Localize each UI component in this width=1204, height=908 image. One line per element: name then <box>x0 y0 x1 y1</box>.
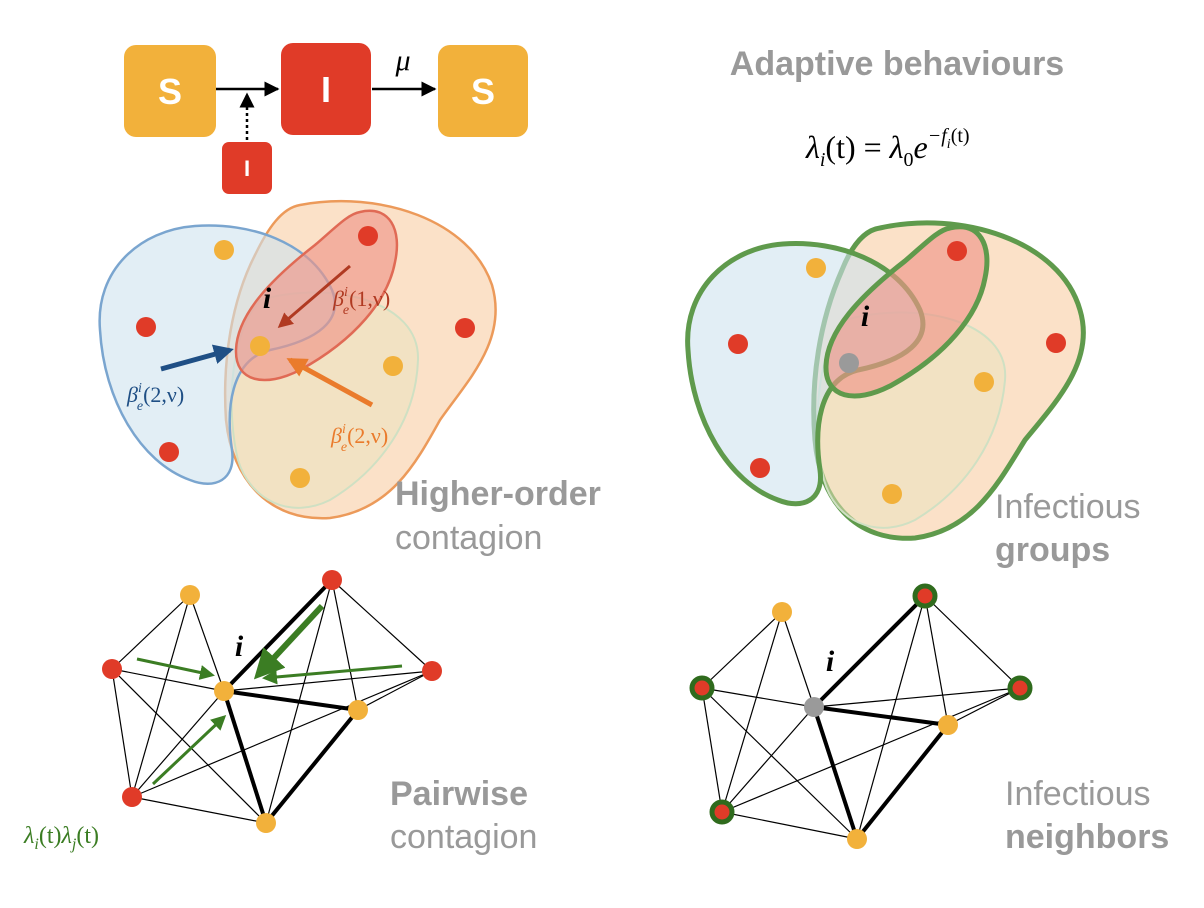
infectious-neighbors-panel: i Infectious neighbors <box>689 583 1169 856</box>
pairwise-panel: i λi(t)λj(t) Pairwise contagion <box>23 570 537 856</box>
infected-node <box>728 334 748 354</box>
infected-node <box>322 570 342 590</box>
infected-node <box>422 661 442 681</box>
focal-node-i <box>804 697 824 717</box>
green-arrow <box>151 714 227 786</box>
susceptible-node <box>806 258 826 278</box>
green-arrow <box>136 657 215 680</box>
susceptible-label-left: S <box>158 71 182 112</box>
infected-neighbor-node <box>709 799 735 825</box>
sis-model: S I I μ S <box>124 43 528 194</box>
pairwise-title-bold: Pairwise <box>390 775 528 813</box>
focal-node-label: i <box>263 282 272 315</box>
focal-node-i <box>214 681 234 701</box>
adaptive-behaviours: Adaptive behaviours λi(t) = λ0e−fi(t) <box>730 45 1064 171</box>
susceptible-box-left <box>124 45 216 137</box>
infected-neighbor-node <box>1007 675 1033 701</box>
susceptible-node <box>847 829 867 849</box>
susceptible-box-right <box>438 45 528 137</box>
recovery-rate-mu: μ <box>394 44 410 77</box>
susceptible-node <box>214 240 234 260</box>
group-red <box>823 224 990 399</box>
pairwise-title-regular: contagion <box>390 818 537 856</box>
infectious-groups-panel: i Infectious groups <box>685 220 1141 569</box>
higher-order-title-bold: Higher-order <box>395 475 601 513</box>
susceptible-node <box>882 484 902 504</box>
susceptible-node <box>348 700 368 720</box>
infected-node <box>358 226 378 246</box>
green-arrow <box>262 664 403 685</box>
arrow-red <box>277 264 351 328</box>
infected-node <box>102 659 122 679</box>
susceptible-label-right: S <box>471 71 495 112</box>
infected-node <box>159 442 179 462</box>
adaptive-title: Adaptive behaviours <box>730 45 1064 83</box>
groups-title-regular: Infectious <box>995 488 1141 526</box>
susceptible-node <box>256 813 276 833</box>
focal-node-label: i <box>861 300 870 333</box>
infected-node <box>750 458 770 478</box>
groups-title-bold: groups <box>995 531 1110 569</box>
neighbors-title-regular: Infectious <box>1005 775 1151 813</box>
susceptible-node <box>290 468 310 488</box>
focal-node-i <box>839 353 859 373</box>
infected-node <box>947 241 967 261</box>
susceptible-node <box>383 356 403 376</box>
susceptible-node <box>938 715 958 735</box>
infected-box-small <box>222 142 272 194</box>
susceptible-node <box>974 372 994 392</box>
pairwise-rate-label: λi(t)λj(t) <box>23 823 99 853</box>
infected-label-center: I <box>321 69 331 110</box>
infected-box-center <box>281 43 371 135</box>
network-thick-edges <box>222 578 360 825</box>
susceptible-node <box>772 602 792 622</box>
arrow-blue <box>160 344 234 372</box>
infected-node <box>136 317 156 337</box>
arrow-orange <box>286 357 374 408</box>
infected-node <box>1046 333 1066 353</box>
adaptive-formula: λi(t) = λ0e−fi(t) <box>805 125 970 171</box>
green-arrow <box>253 603 325 680</box>
infected-label-small: I <box>244 156 250 181</box>
infected-neighbor-node <box>689 675 715 701</box>
focal-node-label: i <box>235 630 244 663</box>
focal-node-label: i <box>826 645 835 678</box>
network-edges <box>111 579 433 824</box>
infected-node <box>455 318 475 338</box>
network-thick-edges <box>812 594 950 841</box>
focal-node-i <box>250 336 270 356</box>
infected-neighbor-node <box>912 583 938 609</box>
network-edges <box>701 595 1021 840</box>
neighbors-title-bold: neighbors <box>1005 818 1169 856</box>
infected-node <box>122 787 142 807</box>
susceptible-node <box>180 585 200 605</box>
higher-order-title-regular: contagion <box>395 519 542 557</box>
